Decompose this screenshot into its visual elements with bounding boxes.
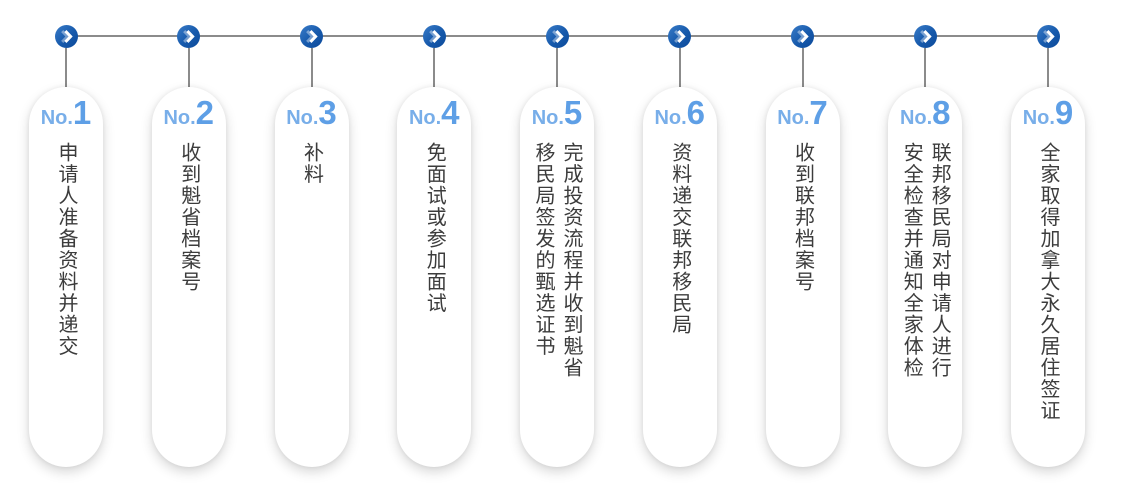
step-card: No.8 联邦移民局对申请人进行 安全检查并通知全家体检 bbox=[888, 87, 963, 467]
step-card: No.9 全家取得加拿大永久居住签证 bbox=[1011, 87, 1085, 467]
timeline-step: No.1 申请人准备资料并递交 bbox=[29, 0, 103, 483]
step-number: 8 bbox=[932, 94, 951, 131]
step-description: 联邦移民局对申请人进行 安全检查并通知全家体检 bbox=[900, 142, 951, 379]
step-connector bbox=[187, 48, 190, 87]
timeline-step: No.8 联邦移民局对申请人进行 安全检查并通知全家体检 bbox=[888, 0, 963, 483]
step-number-label: No.9 bbox=[1023, 96, 1074, 136]
step-description: 资料递交联邦移民局 bbox=[668, 142, 691, 336]
step-card: No.2 收到魁省档案号 bbox=[151, 87, 226, 467]
step-number-label: No.5 bbox=[532, 96, 583, 136]
step-connector bbox=[1047, 48, 1049, 87]
timeline-step: No.3 补料 bbox=[274, 0, 349, 483]
step-connector bbox=[801, 48, 804, 87]
step-description: 免面试或参加面试 bbox=[423, 142, 446, 314]
chevron-right-icon bbox=[54, 25, 78, 48]
step-description: 全家取得加拿大永久居住签证 bbox=[1037, 142, 1059, 422]
step-connector bbox=[556, 48, 558, 87]
step-card: No.5 完成投资流程并收到魁省 移民局签发的甄选证书 bbox=[520, 87, 594, 467]
step-number-label: No.8 bbox=[900, 96, 951, 136]
chevron-right-icon bbox=[422, 25, 446, 48]
step-number: 5 bbox=[563, 94, 583, 131]
step-card: No.7 收到联邦档案号 bbox=[765, 87, 840, 467]
step-number-prefix: No. bbox=[408, 107, 442, 129]
step-number-prefix: No. bbox=[777, 107, 810, 129]
step-number-prefix: No. bbox=[286, 107, 319, 129]
chevron-right-icon bbox=[177, 25, 201, 48]
step-number-label: No.3 bbox=[286, 96, 337, 136]
step-card: No.4 免面试或参加面试 bbox=[397, 87, 472, 467]
step-number: 9 bbox=[1054, 94, 1074, 131]
chevron-right-icon bbox=[300, 25, 323, 48]
timeline-step: No.4 免面试或参加面试 bbox=[397, 0, 472, 483]
step-number: 6 bbox=[686, 94, 706, 131]
step-number: 3 bbox=[318, 94, 337, 131]
step-description: 申请人准备资料并递交 bbox=[55, 142, 77, 357]
timeline-step: No.9 全家取得加拿大永久居住签证 bbox=[1011, 0, 1085, 483]
step-number: 1 bbox=[72, 94, 92, 131]
step-connector bbox=[433, 48, 436, 87]
chevron-right-icon bbox=[913, 25, 937, 48]
chevron-right-icon bbox=[668, 25, 692, 48]
chevron-right-icon bbox=[545, 25, 569, 48]
step-description: 收到联邦档案号 bbox=[791, 142, 814, 293]
step-card: No.6 资料递交联邦移民局 bbox=[642, 87, 717, 467]
chevron-right-icon bbox=[1036, 25, 1060, 48]
step-number-prefix: No. bbox=[654, 107, 687, 129]
step-connector bbox=[65, 48, 67, 87]
step-number-label: No.6 bbox=[654, 96, 705, 136]
step-number: 4 bbox=[441, 94, 460, 131]
step-description: 补料 bbox=[300, 142, 323, 185]
step-number-label: No.1 bbox=[41, 96, 92, 136]
step-number: 7 bbox=[809, 94, 828, 131]
step-number-prefix: No. bbox=[40, 107, 73, 129]
step-number-label: No.7 bbox=[777, 96, 828, 136]
timeline-step: No.2 收到魁省档案号 bbox=[151, 0, 226, 483]
step-card: No.1 申请人准备资料并递交 bbox=[29, 87, 103, 467]
chevron-right-icon bbox=[791, 25, 814, 48]
step-number-prefix: No. bbox=[163, 107, 196, 129]
step-connector bbox=[310, 48, 313, 87]
step-number-label: No.4 bbox=[409, 96, 460, 136]
step-connector bbox=[678, 48, 681, 87]
timeline-step: No.5 完成投资流程并收到魁省 移民局签发的甄选证书 bbox=[520, 0, 594, 483]
step-description: 收到魁省档案号 bbox=[177, 142, 200, 293]
timeline-step: No.7 收到联邦档案号 bbox=[765, 0, 840, 483]
step-number-prefix: No. bbox=[531, 107, 564, 129]
step-number-prefix: No. bbox=[899, 107, 933, 129]
step-connector bbox=[924, 48, 927, 87]
step-number-prefix: No. bbox=[1022, 107, 1055, 129]
step-number: 2 bbox=[195, 94, 215, 131]
step-number-label: No.2 bbox=[163, 96, 214, 136]
step-description: 完成投资流程并收到魁省 移民局签发的甄选证书 bbox=[532, 142, 582, 379]
timeline-step: No.6 资料递交联邦移民局 bbox=[642, 0, 717, 483]
step-card: No.3 补料 bbox=[274, 87, 349, 467]
